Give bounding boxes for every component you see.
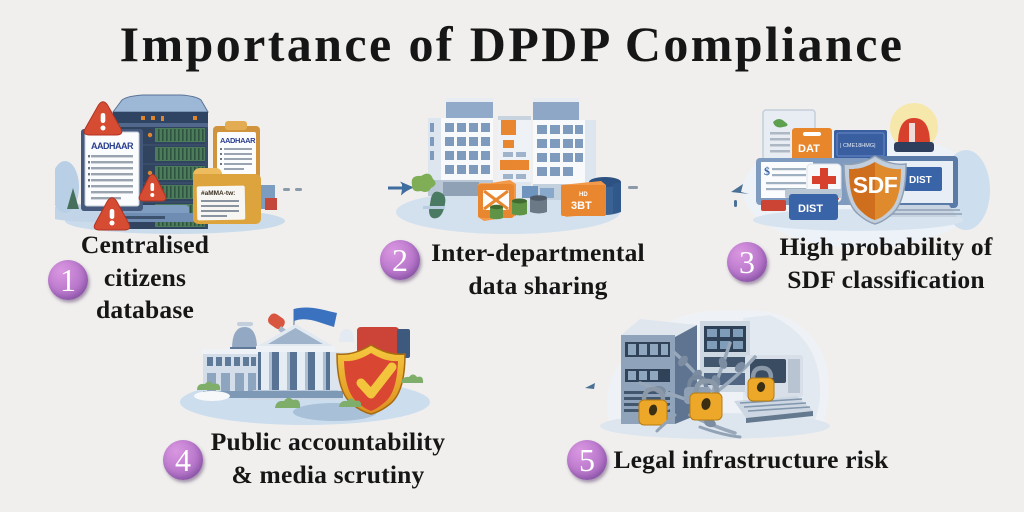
svg-text:DIST: DIST xyxy=(798,203,823,215)
svg-text:DAT: DAT xyxy=(798,143,820,155)
svg-text:3BT: 3BT xyxy=(571,200,592,212)
svg-text:$: $ xyxy=(764,164,770,178)
svg-text:AADHAAR: AADHAAR xyxy=(91,141,134,151)
svg-text:AADHAAR: AADHAAR xyxy=(220,136,256,145)
svg-text:HD: HD xyxy=(579,192,588,198)
svg-text:DIST: DIST xyxy=(909,175,932,186)
svg-text:| CME18HMG|: | CME18HMG| xyxy=(840,143,876,149)
svg-text:SDF: SDF xyxy=(853,172,898,198)
svg-text:#aMMA-tw:: #aMMA-tw: xyxy=(201,190,235,197)
